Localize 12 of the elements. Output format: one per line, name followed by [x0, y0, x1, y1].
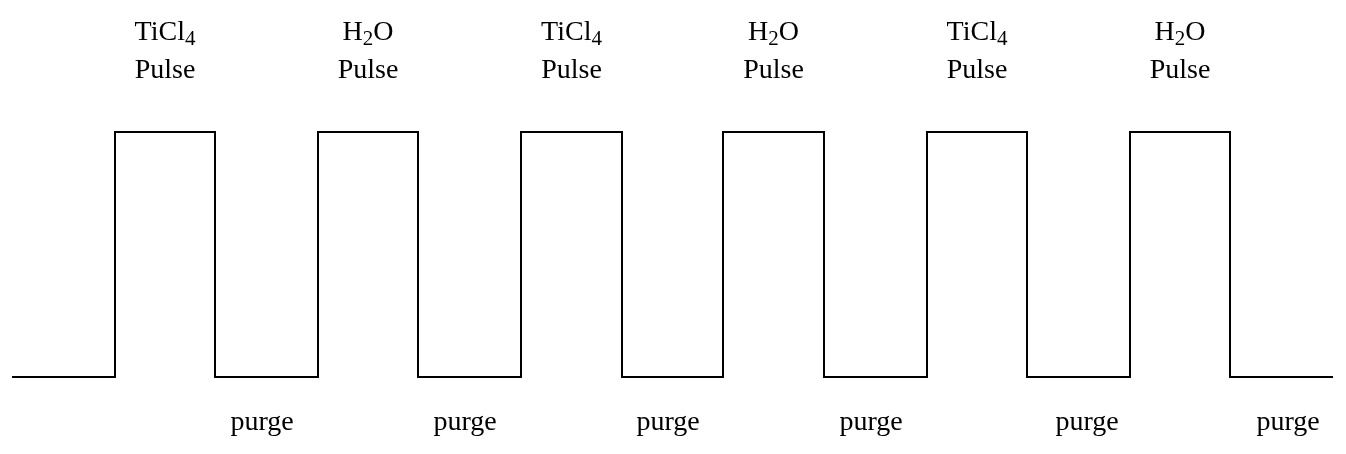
purge-label: purge — [635, 404, 701, 438]
pulse-label: TiCl$_{4}$ Pulse — [540, 14, 603, 86]
purge-label: purge — [229, 404, 295, 438]
pulse-label: H$_{2}$O Pulse — [742, 14, 805, 86]
purge-label: purge — [1054, 404, 1120, 438]
pulse-label: H$_{2}$O Pulse — [1148, 14, 1212, 86]
pulse-label: TiCl$_{4}$ Pulse — [945, 14, 1009, 86]
purge-label: purge — [432, 404, 498, 438]
pulse-label: TiCl$_{4}$ Pulse — [133, 14, 197, 86]
purge-label: purge — [1255, 404, 1321, 438]
purge-label: purge — [838, 404, 904, 438]
pulse-label: H$_{2}$O Pulse — [336, 14, 400, 86]
